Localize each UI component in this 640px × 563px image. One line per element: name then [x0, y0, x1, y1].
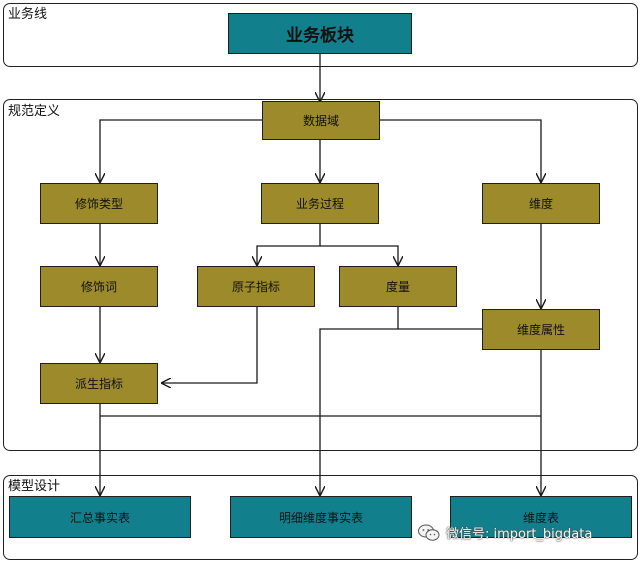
section-label-business-line: 业务线 [8, 7, 48, 22]
section-label-spec-definition: 规范定义 [8, 104, 61, 119]
node-dimension-table: 维度表 [450, 496, 632, 538]
node-business-block: 业务板块 [228, 13, 412, 54]
node-atomic-metric: 原子指标 [197, 266, 315, 307]
node-detail-fact-table: 明细维度事实表 [230, 496, 412, 538]
section-label-model-design: 模型设计 [8, 479, 61, 494]
watermark-text: 微信号: import_bigdata [446, 527, 593, 542]
node-modifier-type: 修饰类型 [40, 183, 158, 224]
node-derived-metric: 派生指标 [40, 363, 158, 404]
node-data-domain: 数据域 [262, 101, 380, 140]
node-dimension: 维度 [482, 183, 600, 224]
watermark: 微信号: import_bigdata [418, 523, 592, 542]
node-dimension-attribute: 维度属性 [482, 309, 600, 350]
node-measure: 度量 [339, 266, 457, 307]
node-summary-fact-table: 汇总事实表 [9, 496, 191, 538]
node-modifier-word: 修饰词 [40, 266, 158, 307]
wechat-icon [418, 524, 440, 542]
node-business-process: 业务过程 [261, 183, 379, 224]
